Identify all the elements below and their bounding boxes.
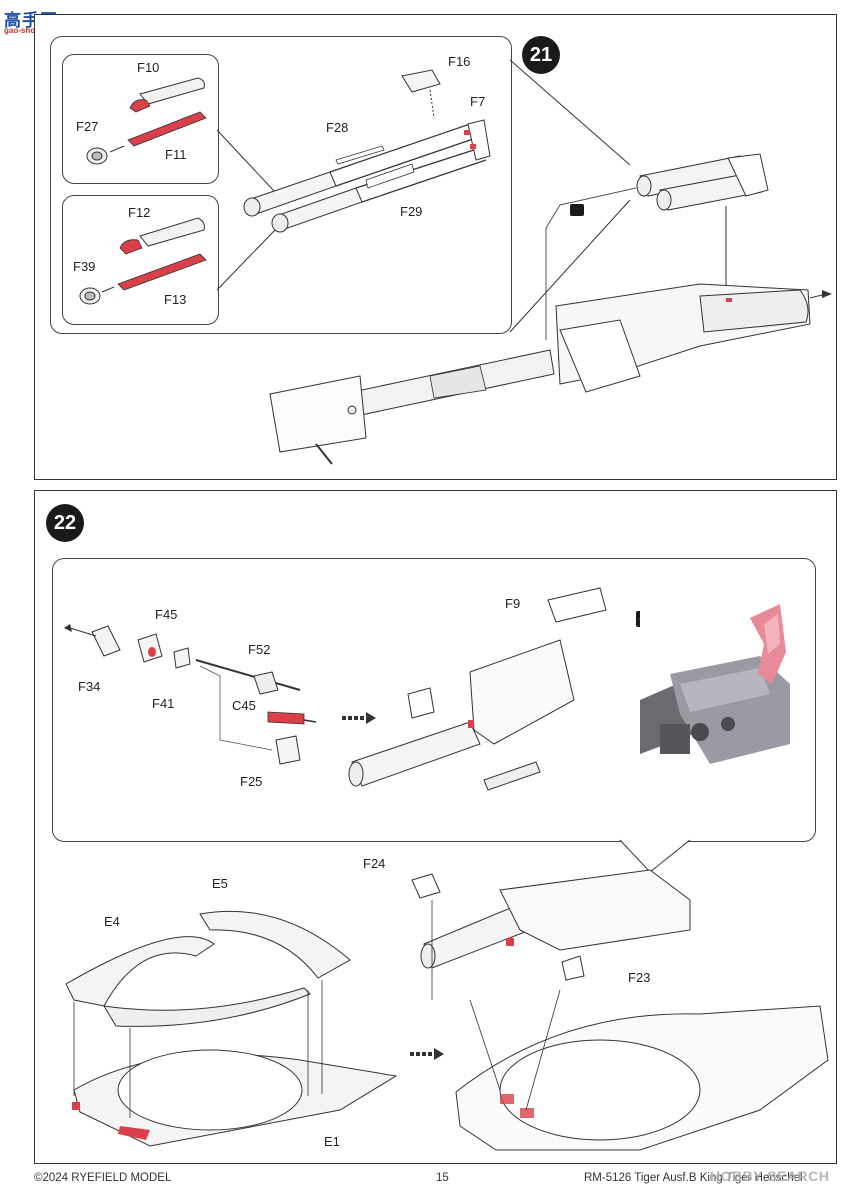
label-f27: F27	[76, 119, 99, 134]
part-f10	[129, 77, 205, 113]
part-e1	[72, 1049, 398, 1147]
footer-page-number: 15	[436, 1172, 449, 1184]
part-e4	[65, 936, 311, 1027]
gun-cradle-assembly	[348, 587, 607, 791]
part-f13	[117, 253, 207, 291]
part-f39	[79, 286, 115, 305]
label-f39: F39	[73, 259, 96, 274]
label-e5: E5	[212, 876, 228, 891]
label-f23: F23	[628, 970, 651, 985]
turret-floor	[455, 1005, 829, 1151]
label-f9: F9	[505, 596, 521, 611]
step-21-badge: 21	[522, 36, 560, 74]
label-c45: C45	[232, 698, 256, 713]
label-e4: E4	[104, 914, 120, 929]
label-f52: F52	[248, 642, 271, 657]
label-f41: F41	[152, 696, 175, 711]
part-f34	[64, 624, 121, 657]
part-f45	[137, 633, 163, 663]
label-f25: F25	[240, 774, 263, 789]
label-f28: F28	[326, 120, 349, 135]
label-e1: E1	[324, 1134, 340, 1149]
step-arrow-2	[410, 1048, 444, 1060]
hobby-search-watermark: HOBBY SEARCH	[710, 1168, 830, 1184]
part-f52	[195, 659, 301, 695]
label-f45: F45	[155, 607, 178, 622]
gun-barrel	[269, 349, 555, 465]
site-logo-url: gao-shou.com	[4, 26, 59, 35]
gun-mount-assembly	[411, 869, 691, 981]
part-f12	[119, 217, 205, 255]
step-arrow-1	[342, 712, 376, 724]
label-f12: F12	[128, 205, 151, 220]
label-f34: F34	[78, 679, 101, 694]
part-e5	[199, 910, 351, 979]
part-f11	[127, 111, 207, 147]
label-f24: F24	[363, 856, 386, 871]
recoil-cylinders-assembly	[243, 119, 491, 233]
label-f29: F29	[400, 204, 423, 219]
gun-breech-assembly	[555, 283, 832, 393]
label-f11: F11	[165, 147, 187, 162]
reference-photo-drawing	[640, 604, 790, 774]
label-f16: F16	[448, 54, 471, 69]
label-f7: F7	[470, 94, 486, 109]
part-f27	[86, 145, 125, 165]
step-22-badge: 22	[46, 504, 84, 542]
reference-photo	[640, 604, 790, 774]
footer-product: RM-5126 Tiger Ausf.B King Tiger Henschel	[584, 1172, 803, 1184]
mounted-recoil-cylinders	[636, 153, 769, 211]
part-f41	[173, 647, 191, 669]
part-f25	[275, 735, 301, 765]
part-c45	[267, 711, 317, 725]
label-f13: F13	[164, 292, 187, 307]
part-f16	[401, 69, 441, 119]
label-f10: F10	[137, 60, 160, 75]
footer-copyright: ©2024 RYEFIELD MODEL	[34, 1172, 172, 1184]
